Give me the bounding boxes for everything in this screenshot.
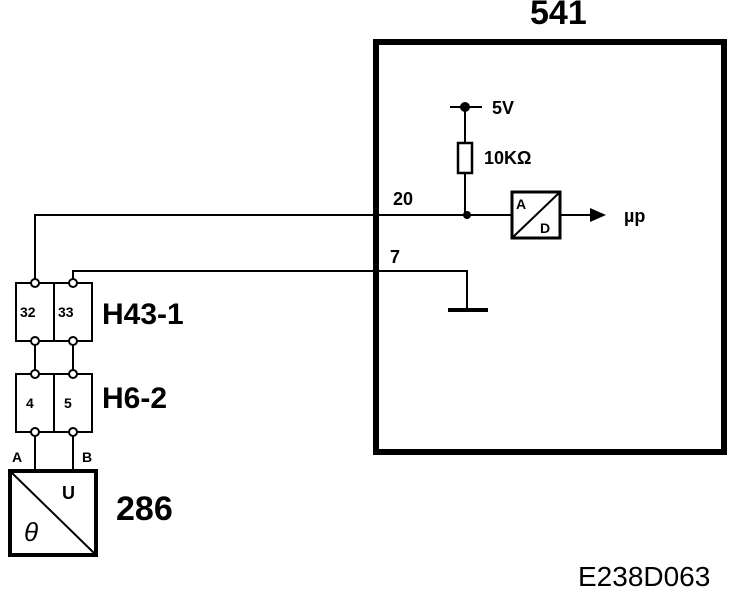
figure-reference: E238D063 bbox=[578, 561, 710, 592]
connector-h43-1-pin-top-right bbox=[68, 278, 78, 288]
sensor-wire-a-label: A bbox=[12, 449, 22, 465]
connector-h6-2-pin-4: 4 bbox=[26, 395, 34, 411]
pullup-resistor bbox=[456, 141, 474, 175]
connector-h6-2-pin-bottom-right bbox=[68, 427, 78, 437]
connector-h43-1-pin-top-left bbox=[30, 278, 40, 288]
connector-h43-1-pin-bottom-left bbox=[30, 336, 40, 346]
adc-diagonal bbox=[511, 191, 561, 239]
signal-wire bbox=[34, 214, 512, 283]
adc-analog-label: A bbox=[516, 196, 526, 212]
ground-wire bbox=[72, 270, 468, 308]
ecu-pin-ground-label: 7 bbox=[390, 247, 400, 267]
microprocessor-label: µp bbox=[624, 206, 645, 226]
adc-output-arrow-icon bbox=[590, 208, 606, 222]
supply-voltage-label: 5V bbox=[492, 98, 514, 118]
connector-h6-2-pin-bottom-left bbox=[30, 427, 40, 437]
sensor-diagonal bbox=[11, 472, 95, 554]
ecu-pin-signal-label: 20 bbox=[393, 189, 413, 209]
connector-h6-2-label: H6-2 bbox=[102, 382, 167, 415]
ecu-box bbox=[373, 39, 727, 455]
adc-digital-label: D bbox=[540, 220, 550, 236]
sensor-wire-b-label: B bbox=[82, 449, 92, 465]
sensor-temperature-icon: θ bbox=[24, 517, 38, 547]
connector-h43-1-pin-32: 32 bbox=[20, 304, 36, 320]
connector-h6-2-pin-5: 5 bbox=[64, 395, 72, 411]
ecu-id-label: 541 bbox=[530, 0, 587, 32]
connector-h43-1-label: H43-1 bbox=[102, 298, 184, 331]
resistor-value-label: 10KΩ bbox=[484, 148, 531, 168]
connector-h6-2-pin-top-left bbox=[30, 369, 40, 379]
connector-h43-1-pin-bottom-right bbox=[68, 336, 78, 346]
sensor-output-symbol: U bbox=[62, 483, 75, 503]
sensor-id-label: 286 bbox=[116, 490, 173, 528]
connector-h43-1-pin-33: 33 bbox=[58, 304, 74, 320]
connector-h6-2-pin-top-right bbox=[68, 369, 78, 379]
